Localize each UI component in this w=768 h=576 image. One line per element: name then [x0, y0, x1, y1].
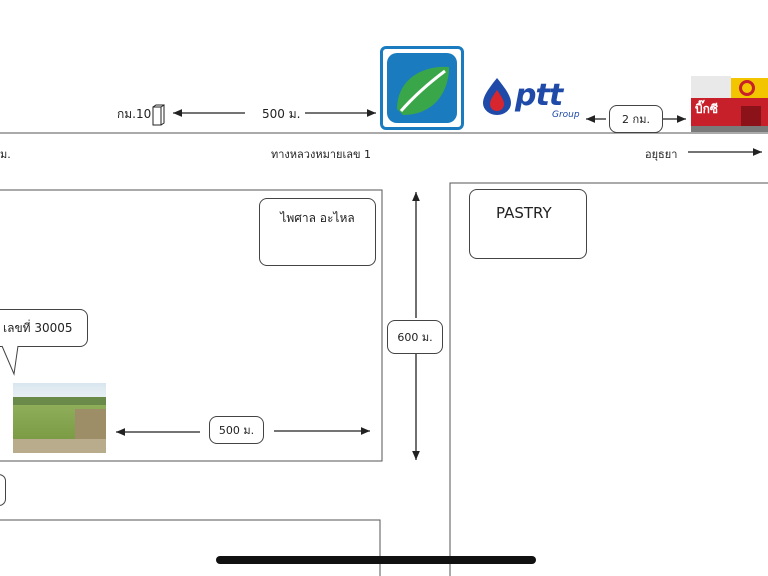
land-callout-label: เลขที่ 30005	[3, 320, 73, 335]
ptt-group-text: Group	[552, 110, 580, 120]
right-block	[449, 182, 768, 576]
shop-paisal-box: ไพศาล อะไหล	[259, 198, 376, 266]
distance-600-label: 600 ม.	[397, 331, 433, 344]
distance-2km-label: 2 กม.	[622, 113, 650, 126]
ptt-logo-text: ptt	[515, 78, 563, 113]
land-callout: เลขที่ 30005	[0, 309, 88, 347]
ayutthaya-label: อยุธยา	[645, 148, 678, 161]
distance-500-top: 500 ม.	[262, 107, 301, 121]
partial-box	[0, 474, 6, 506]
highway-label: ทางหลวงหมายเลข 1	[271, 148, 371, 161]
km-marker-label: กม.10	[117, 107, 152, 121]
shop-pastry-label: PASTRY	[496, 204, 552, 222]
home-indicator[interactable]	[216, 556, 536, 564]
bigc-store-photo: บิ๊กซี	[691, 76, 768, 132]
distance-2km-box: 2 กม.	[609, 105, 663, 133]
ptt-flame-icon	[481, 76, 513, 116]
bigc-c-icon	[739, 80, 755, 96]
distance-500-bottom-box: 500 ม.	[209, 416, 264, 444]
bangchak-logo	[380, 46, 464, 130]
left-block	[0, 189, 383, 462]
shop-paisal-label: ไพศาล อะไหล	[280, 211, 355, 225]
distance-500-bottom-label: 500 ม.	[218, 424, 255, 437]
distance-600-box: 600 ม.	[387, 320, 443, 354]
bangchak-leaf-icon	[387, 53, 457, 123]
left-edge-label: ม.	[0, 148, 11, 161]
bigc-sign-text: บิ๊กซี	[695, 102, 719, 116]
land-photo	[13, 383, 106, 453]
shop-pastry-box: PASTRY	[469, 189, 587, 259]
km-post-icon	[152, 104, 165, 126]
